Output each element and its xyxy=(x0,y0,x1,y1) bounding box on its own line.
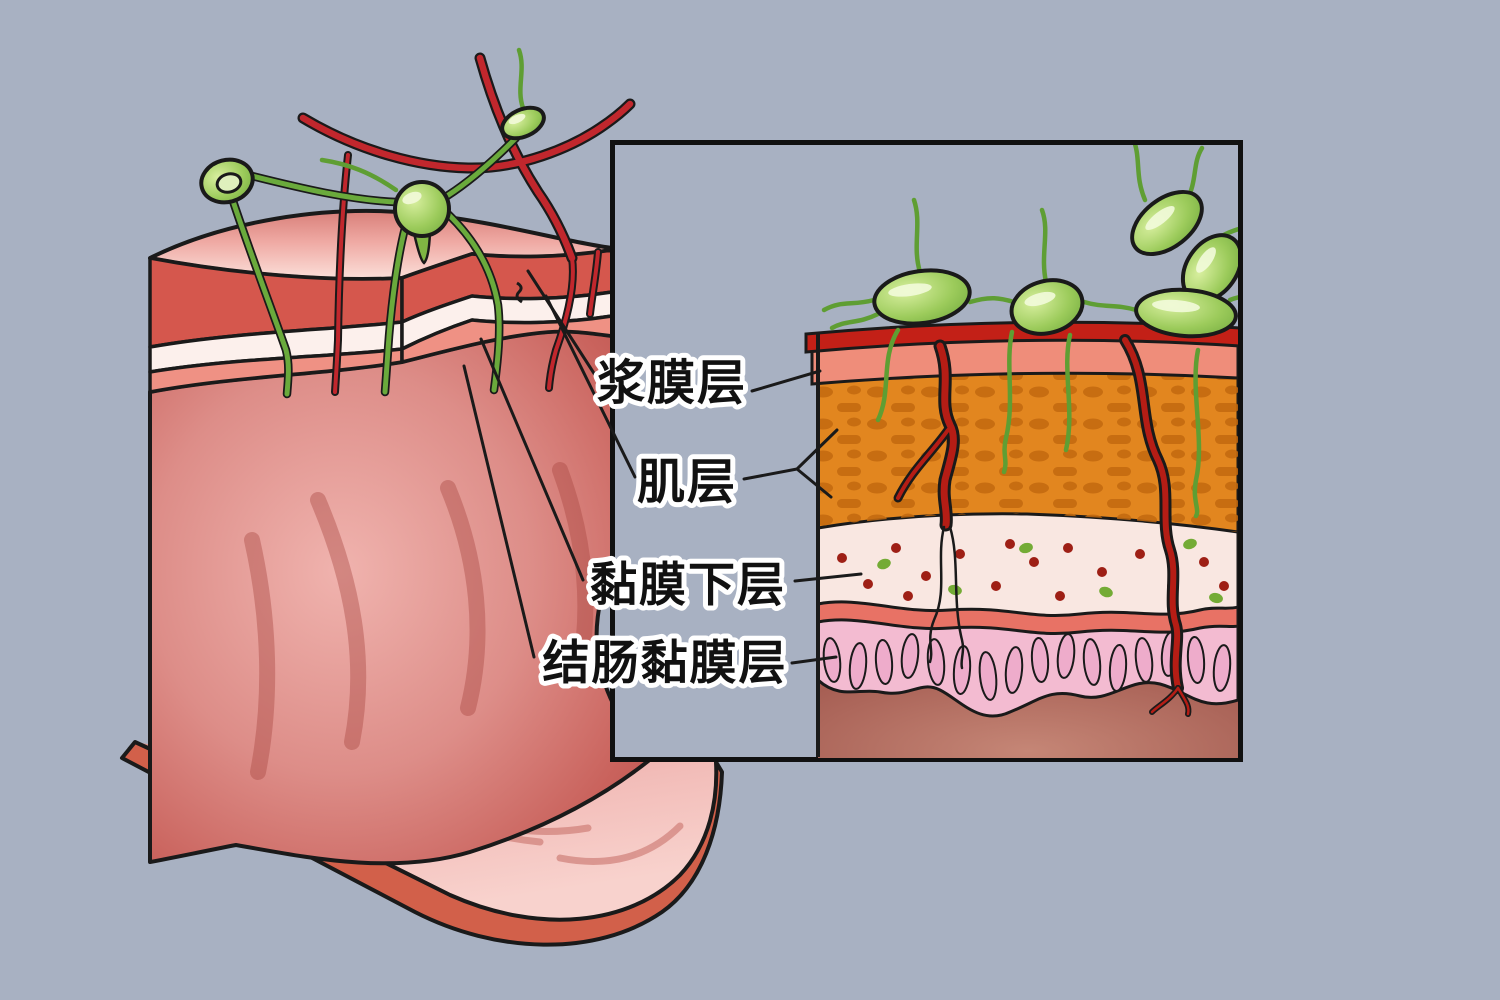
inset-serosa-vessel-band xyxy=(804,320,1238,354)
label-submucosa: 黏膜下层 xyxy=(590,558,786,613)
inset-flagella-descending xyxy=(821,296,1202,519)
bacteria-sphere xyxy=(393,180,451,265)
leader-lines xyxy=(462,269,863,665)
magnified-inset xyxy=(610,140,1243,762)
inset-submucosa-green-dots xyxy=(877,538,1223,604)
bacteria-strand-web xyxy=(228,47,526,399)
leader-muscle-left xyxy=(544,294,637,479)
cut-mark xyxy=(515,281,523,304)
layer-labels: 浆膜层 肌层 黏膜下层 结肠黏膜层 xyxy=(538,350,791,696)
body-fold-shadows xyxy=(244,462,594,780)
leader-mucosa-left xyxy=(462,364,536,659)
inset-bacterium-2 xyxy=(1009,278,1085,336)
leader-mucosa-right xyxy=(790,655,838,665)
colon-bend-rim xyxy=(120,740,724,947)
leader-submucosa-left xyxy=(479,337,585,582)
inset-bacterium-1 xyxy=(872,268,972,326)
label-serosa: 浆膜层 xyxy=(597,355,747,411)
colon-illustration xyxy=(120,47,724,947)
inset-bacterium-3 xyxy=(1130,189,1204,257)
leader-serosa-left xyxy=(526,269,599,380)
colon-body xyxy=(148,329,654,866)
bacteria-ring xyxy=(199,157,255,205)
label-colon-mucosa: 结肠黏膜层 xyxy=(543,636,788,691)
label-muscle: 肌层 xyxy=(637,454,737,510)
bacteria-oval xyxy=(500,105,546,141)
leader-muscle-right xyxy=(742,428,839,499)
inset-vessel-1 xyxy=(893,339,960,532)
leader-serosa-right xyxy=(750,369,822,393)
leader-submucosa-right xyxy=(793,572,863,583)
inset-muscle-texture xyxy=(818,358,1238,532)
inset-nerves xyxy=(928,525,965,670)
inset-vessel-2 xyxy=(1119,334,1192,717)
inset-bacterium-5 xyxy=(1134,287,1238,339)
